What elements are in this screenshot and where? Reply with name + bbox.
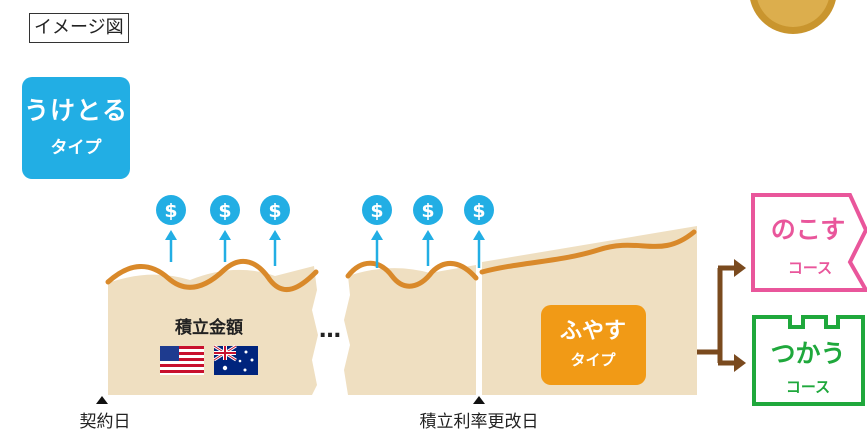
nokosu-subtitle: コース [788, 259, 832, 277]
value-line-2 [345, 260, 479, 289]
tsukau-subtitle: コース [786, 378, 830, 396]
value-line-1 [105, 258, 319, 292]
tsukau-course-badge [752, 315, 865, 406]
arrow-head-down-branch [734, 354, 746, 372]
fuyasu-subtitle: タイプ [570, 351, 616, 369]
image-label: イメージ図 [29, 13, 129, 43]
value-line-3 [479, 229, 697, 275]
us-flag-icon [160, 346, 204, 375]
dollar-payout-6: $ [464, 195, 494, 268]
dollar-symbol: $ [218, 200, 231, 222]
dollar-symbol: $ [164, 200, 177, 222]
contract-day-label: 契約日 [80, 412, 131, 432]
uketoru-subtitle: タイプ [50, 138, 102, 158]
accumulation-block-2 [344, 265, 476, 395]
rate-revision-day-label: 積立利率更改日 [420, 412, 539, 432]
rate-revision-marker-icon [473, 396, 485, 404]
nokosu-title: のこす [771, 215, 846, 244]
fuyasu-type-badge [541, 305, 646, 385]
arrow-head-up-branch [734, 259, 746, 277]
continuation-ellipsis: … [319, 318, 341, 343]
nokosu-course-badge [751, 193, 867, 292]
dollar-payout-5: $ [413, 195, 443, 266]
dollar-symbol: $ [421, 200, 434, 222]
dollar-symbol: $ [472, 200, 485, 222]
branch-arrow [697, 259, 746, 372]
gold-medal-inner [757, 0, 829, 27]
dollar-symbol: $ [370, 200, 383, 222]
australia-flag-icon [213, 344, 258, 375]
accumulation-amount-label: 積立金額 [175, 317, 243, 338]
dollar-payout-1: $ [156, 195, 186, 262]
fuyasu-title: ふやす [560, 319, 626, 344]
dollar-payout-2: $ [210, 195, 240, 262]
uketoru-title: うけとる [23, 96, 128, 125]
dollar-payout-4: $ [362, 195, 392, 268]
contract-day-marker-icon [96, 396, 108, 404]
dollar-payout-3: $ [260, 195, 290, 266]
dollar-symbol: $ [268, 200, 281, 222]
tsukau-title: つかう [770, 339, 845, 368]
uketoru-type-badge: うけとる タイプ [22, 77, 130, 179]
